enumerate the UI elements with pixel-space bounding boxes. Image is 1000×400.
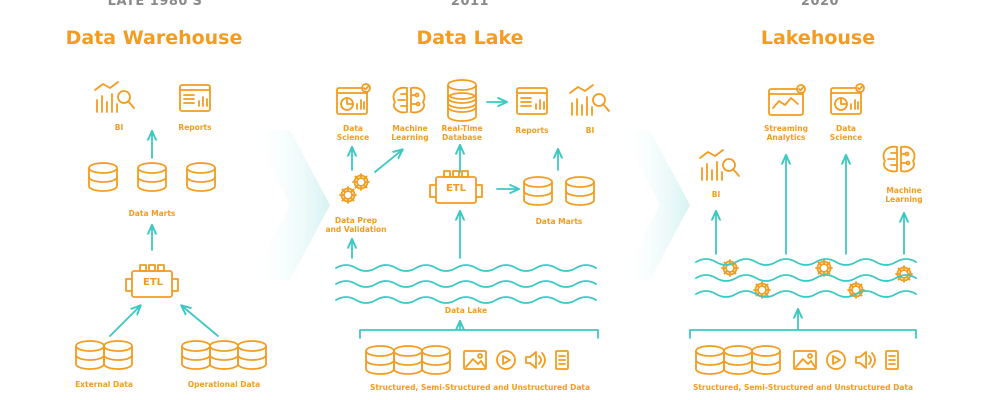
wave-icon bbox=[335, 280, 597, 288]
gear-icon bbox=[339, 186, 357, 204]
data-science-icon bbox=[830, 83, 865, 115]
etl-label: ETL bbox=[445, 183, 467, 194]
brain-icon bbox=[392, 86, 426, 114]
data-science-icon bbox=[336, 83, 371, 115]
label-bi: BI bbox=[114, 123, 124, 132]
label-realtime-database: Real-Time Database bbox=[441, 124, 483, 142]
label-machine-learning: Machine Learning bbox=[391, 124, 429, 142]
label-machine-learning: Machine Learning bbox=[885, 186, 923, 204]
label-data-lake: Data Lake bbox=[444, 306, 488, 315]
label-streaming-analytics: Streaming Analytics bbox=[764, 124, 808, 142]
database-icon bbox=[186, 162, 216, 192]
database-icon bbox=[137, 162, 167, 192]
etl-label: ETL bbox=[142, 277, 164, 288]
bi-chart-magnifier-icon bbox=[94, 81, 135, 113]
label-data-marts: Data Marts bbox=[535, 217, 583, 226]
media-source-icons bbox=[793, 350, 899, 370]
label-reports: Reports bbox=[178, 123, 212, 132]
streaming-analytics-icon bbox=[768, 84, 806, 116]
era-label-lakehouse: 2020 bbox=[800, 0, 840, 9]
brain-icon bbox=[882, 145, 916, 173]
label-bi: BI bbox=[711, 190, 721, 199]
era-label-warehouse: LATE 1980'S bbox=[107, 0, 203, 9]
warehouse-arrows bbox=[109, 132, 219, 337]
label-sources: Structured, Semi-Structured and Unstruct… bbox=[692, 383, 914, 392]
wave-icon bbox=[695, 274, 917, 282]
label-sources: Structured, Semi-Structured and Unstruct… bbox=[369, 383, 591, 392]
label-operational-data: Operational Data bbox=[187, 380, 261, 389]
chevron-1 bbox=[250, 130, 330, 280]
title-data-lake: Data Lake bbox=[416, 27, 524, 49]
bi-chart-magnifier-icon bbox=[699, 149, 740, 181]
database-icon bbox=[695, 345, 725, 375]
wave-icon bbox=[695, 258, 917, 266]
database-icon bbox=[237, 340, 267, 370]
label-reports: Reports bbox=[515, 126, 549, 135]
title-lakehouse: Lakehouse bbox=[760, 27, 876, 49]
label-data-prep: Data Prep and Validation bbox=[325, 216, 387, 234]
wave-icon bbox=[335, 296, 597, 304]
wave-icon bbox=[695, 290, 917, 298]
label-data-marts: Data Marts bbox=[128, 209, 176, 218]
report-icon bbox=[516, 87, 548, 115]
report-icon bbox=[179, 84, 211, 112]
database-icon bbox=[393, 345, 423, 375]
wave-icon bbox=[335, 264, 597, 272]
database-icon bbox=[523, 176, 553, 206]
database-icon bbox=[365, 345, 395, 375]
database-icon bbox=[751, 345, 781, 375]
title-data-warehouse: Data Warehouse bbox=[65, 27, 243, 49]
gear-icon bbox=[895, 265, 913, 283]
lakehouse-orange-icons bbox=[695, 83, 916, 375]
database-icon bbox=[723, 345, 753, 375]
lakehouse-teal-lines bbox=[689, 156, 917, 339]
media-source-icons bbox=[463, 350, 569, 370]
lake-teal-lines bbox=[335, 102, 599, 339]
chevron-2 bbox=[620, 130, 690, 280]
label-data-science: Data Science bbox=[336, 124, 370, 142]
database-icon bbox=[421, 345, 451, 375]
database-icon bbox=[103, 340, 133, 370]
database-icon bbox=[75, 340, 105, 370]
era-label-lake: 2011 bbox=[450, 0, 490, 9]
label-data-science: Data Science bbox=[829, 124, 863, 142]
bi-chart-magnifier-icon bbox=[569, 84, 610, 116]
database-icon bbox=[88, 162, 118, 192]
database-icon bbox=[209, 340, 239, 370]
label-external-data: External Data bbox=[75, 380, 133, 389]
gear-icon bbox=[352, 173, 370, 191]
database-icon bbox=[181, 340, 211, 370]
database-icon bbox=[565, 176, 595, 206]
gear-icon bbox=[815, 259, 833, 277]
label-bi: BI bbox=[585, 126, 595, 135]
